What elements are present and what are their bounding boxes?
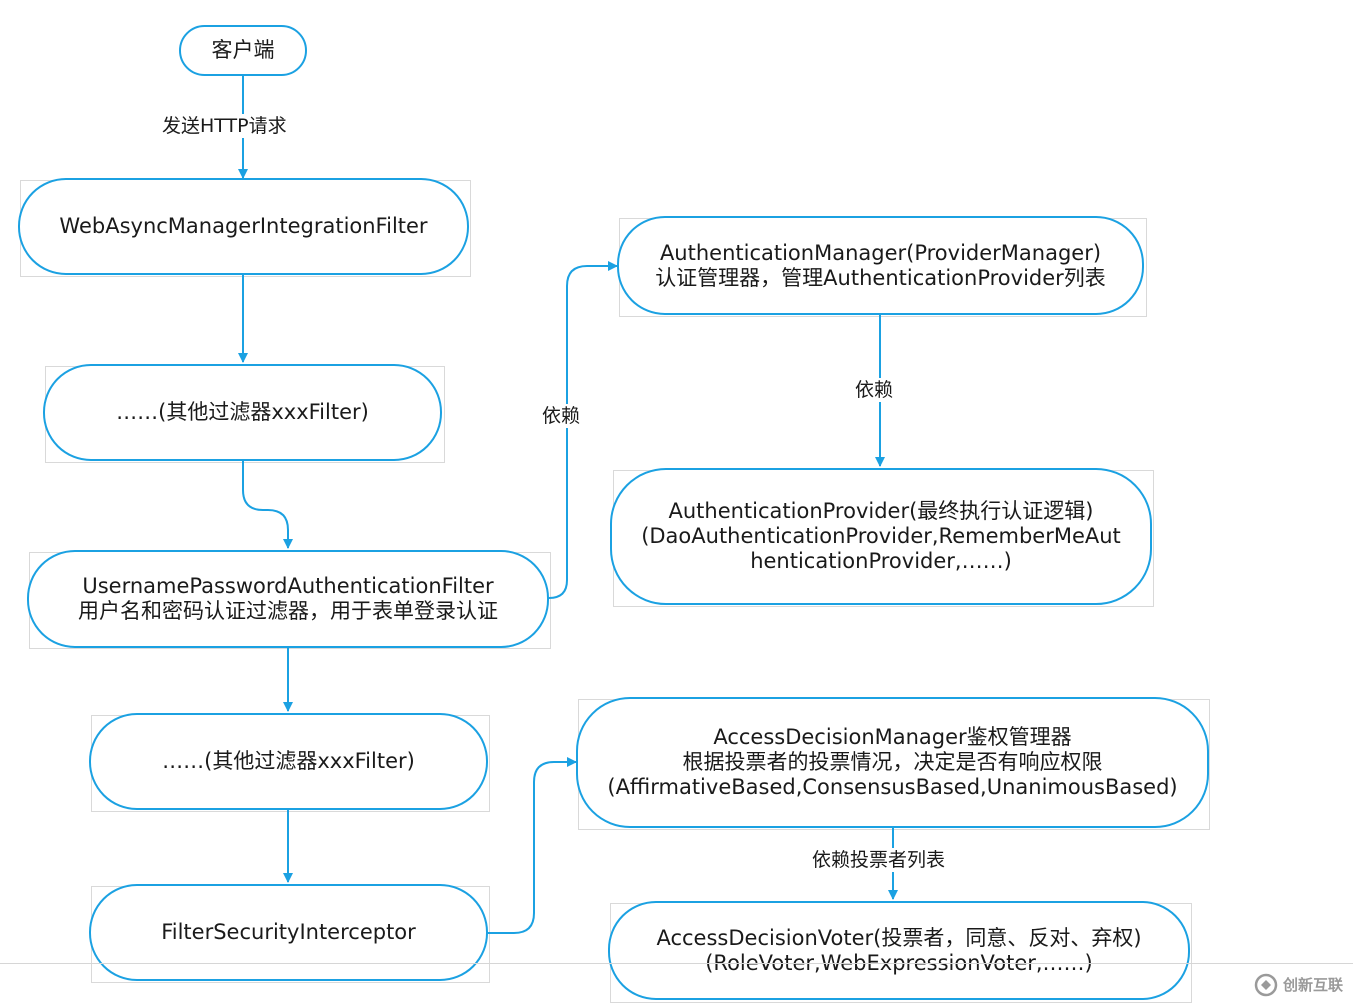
node-text-line: ……(其他过滤器xxxFilter) (162, 749, 415, 773)
node-text-line: UsernamePasswordAuthenticationFilter (82, 574, 494, 598)
access-decision-manager-node[interactable]: AccessDecisionManager鉴权管理器根据投票者的投票情况，决定是… (576, 697, 1209, 828)
node-text-line: (AffirmativeBased,ConsensusBased,Unanimo… (607, 775, 1178, 799)
node-text-line: 用户名和密码认证过滤器，用于表单登录认证 (78, 599, 498, 623)
watermark: 创新互联 (1253, 968, 1353, 1002)
node-text-line: (RoleVoter,WebExpressionVoter,……) (705, 950, 1093, 975)
other-filter-node[interactable]: ……(其他过滤器xxxFilter) (89, 713, 488, 810)
node-text-line: 客户端 (211, 38, 275, 62)
chuangxin-logo-icon (1254, 973, 1278, 997)
node-text-line: AccessDecisionManager鉴权管理器 (713, 725, 1072, 749)
watermark-text: 创新互联 (1283, 976, 1344, 994)
other-filter-node[interactable]: ……(其他过滤器xxxFilter) (43, 364, 442, 461)
page-divider (0, 963, 1353, 964)
node-text-line: AccessDecisionVoter(投票者，同意、反对、弃权) (656, 925, 1142, 950)
edge-label-depends: 依赖 (540, 404, 583, 428)
access-decision-voter-node[interactable]: AccessDecisionVoter(投票者，同意、反对、弃权)(RoleVo… (608, 901, 1190, 1000)
edge-username-to-authmanager (548, 261, 618, 599)
node-text-line: FilterSecurityInterceptor (161, 920, 416, 944)
client-node[interactable]: 客户端 (179, 25, 307, 76)
authentication-provider-node[interactable]: AuthenticationProvider(最终执行认证逻辑)(DaoAuth… (610, 468, 1152, 605)
edge-other1-to-username (242, 461, 293, 549)
edge-label-depends: 依赖 (853, 378, 896, 402)
edge-label-send-http: 发送HTTP请求 (160, 114, 289, 138)
filter-security-interceptor-node[interactable]: FilterSecurityInterceptor (89, 884, 488, 981)
node-text-line: ……(其他过滤器xxxFilter) (116, 400, 369, 424)
node-text-line: henticationProvider,……) (750, 549, 1012, 573)
node-text-line: 认证管理器，管理AuthenticationProvider列表 (655, 265, 1106, 290)
node-text-line: AuthenticationProvider(最终执行认证逻辑) (668, 499, 1094, 523)
authentication-manager-node[interactable]: AuthenticationManager(ProviderManager)认证… (617, 216, 1144, 315)
node-text-line: 根据投票者的投票情况，决定是否有响应权限 (682, 750, 1103, 774)
node-text-line: (DaoAuthenticationProvider,RememberMeAut (641, 524, 1121, 548)
node-text-line: WebAsyncManagerIntegrationFilter (59, 214, 428, 238)
edge-filtersecurity-to-accessmanager (488, 757, 577, 934)
node-text-line: AuthenticationManager(ProviderManager) (659, 240, 1102, 265)
web-async-filter-node[interactable]: WebAsyncManagerIntegrationFilter (18, 178, 469, 275)
edge-label-depends-voters: 依赖投票者列表 (810, 848, 948, 872)
